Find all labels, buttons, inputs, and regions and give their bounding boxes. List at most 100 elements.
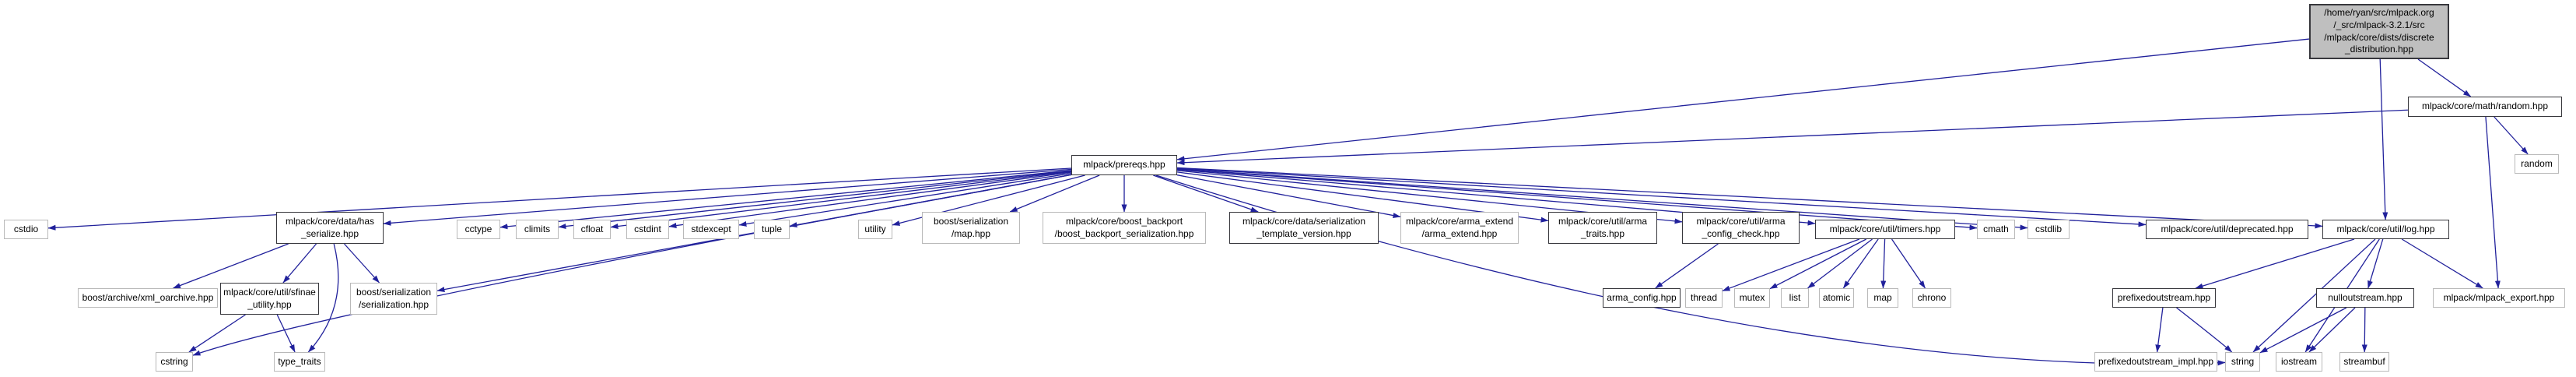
node-prereqs[interactable]: mlpack/prereqs.hpp	[1071, 155, 1177, 175]
edge-has_serialize-to-xml_oarchive	[173, 243, 289, 289]
node-cstdint: cstdint	[626, 220, 669, 239]
node-label-line: cstring	[160, 355, 188, 367]
node-impl: prefixedoutstream_impl.hpp	[2094, 352, 2217, 372]
node-atomic: atomic	[1819, 288, 1854, 308]
node-cfloat: cfloat	[573, 220, 611, 239]
node-label-line: mlpack/core/util/timers.hpp	[1829, 223, 1941, 234]
node-label-line: list	[1789, 291, 1801, 303]
node-label-line: mlpack/core/data/serialization	[1242, 215, 1366, 227]
edge-timers-to-chrono	[1891, 238, 1926, 289]
node-label-line: _serialize.hpp	[300, 227, 359, 239]
edge-timers-to-atomic	[1842, 238, 1879, 289]
node-label-line: _distribution.hpp	[2344, 44, 2414, 55]
node-cstdio: cstdio	[4, 220, 48, 239]
node-arma_config[interactable]: arma_config.hpp	[1603, 288, 1681, 308]
node-label-line: cmath	[1983, 223, 2009, 234]
node-arma_traits[interactable]: mlpack/core/util/arma_traits.hpp	[1548, 212, 1657, 244]
node-label-line: cctype	[464, 223, 492, 234]
node-label-line: mlpack/core/arma_extend	[1405, 215, 1514, 227]
node-label-line: /arma_extend.hpp	[1421, 227, 1498, 239]
edge-prereqs-to-log	[1176, 167, 2323, 229]
node-label-line: mlpack/core/util/deprecated.hpp	[2161, 223, 2294, 234]
node-chrono: chrono	[1912, 288, 1951, 308]
edge-math_random-to-prereqs	[1176, 109, 2409, 166]
node-label-line: /serialization.hpp	[358, 298, 429, 310]
edge-prereqs-to-cstdio	[47, 167, 1072, 231]
node-label-line: nulloutstream.hpp	[2328, 291, 2403, 303]
node-label-line: boost/serialization	[933, 215, 1009, 227]
node-label-line: thread	[1690, 291, 1718, 303]
node-label-line: mlpack/core/util/arma	[1696, 215, 1786, 227]
node-label-line: arma_config.hpp	[1607, 291, 1677, 303]
node-timers[interactable]: mlpack/core/util/timers.hpp	[1815, 220, 1955, 239]
edge-sfinae-to-type_traits	[276, 314, 296, 353]
node-label-line: atomic	[1822, 291, 1851, 303]
node-ser_map: boost/serialization/map.hpp	[922, 212, 1020, 244]
node-label-line: mlpack/core/data/has	[285, 215, 375, 227]
node-stdexcept: stdexcept	[683, 220, 739, 239]
edge-timers-to-map	[1880, 238, 1887, 289]
node-label-line: random	[2521, 157, 2553, 169]
node-label-line: mlpack/core/util/log.hpp	[2336, 223, 2435, 234]
edge-has_serialize-to-type_traits	[307, 243, 339, 353]
edge-prereqs-to-climits	[558, 170, 1072, 229]
node-xml_oarchive: boost/archive/xml_oarchive.hpp	[78, 288, 218, 308]
node-label-line: prefixedoutstream.hpp	[2117, 291, 2211, 303]
node-label-line: _config_check.hpp	[1702, 227, 1780, 239]
edge-prereqs-to-string	[1155, 174, 2226, 366]
node-has_serialize[interactable]: mlpack/core/data/has_serialize.hpp	[276, 212, 384, 244]
node-log[interactable]: mlpack/core/util/log.hpp	[2322, 220, 2449, 239]
node-deprecated[interactable]: mlpack/core/util/deprecated.hpp	[2146, 220, 2308, 239]
edge-nulloutstream-to-iostream	[2308, 307, 2356, 353]
edge-sfinae-to-cstring	[188, 314, 246, 353]
edge-timers-to-mutex	[1769, 238, 1867, 290]
node-sfinae[interactable]: mlpack/core/util/sfinae_utility.hpp	[220, 283, 319, 315]
node-thread: thread	[1685, 288, 1723, 308]
node-mlpack_export: mlpack/mlpack_export.hpp	[2433, 288, 2565, 308]
edge-prereqs-to-deprecated	[1176, 167, 2147, 227]
edge-has_serialize-to-serialization_hpp	[343, 243, 380, 284]
node-random: random	[2515, 154, 2559, 174]
node-label-line: _traits.hpp	[1580, 227, 1625, 239]
node-label-line: prefixedoutstream_impl.hpp	[2098, 355, 2214, 367]
node-serialization_hpp: boost/serialization/serialization.hpp	[350, 283, 437, 315]
node-climits: climits	[516, 220, 559, 239]
node-label-line: mlpack/core/util/sfinae	[223, 286, 316, 298]
node-label-line: _template_version.hpp	[1256, 227, 1351, 239]
node-label-line: mlpack/core/util/arma	[1558, 215, 1648, 227]
edge-prereqs-to-arma_extend	[1176, 174, 1401, 219]
edge-timers-to-thread	[1722, 238, 1860, 292]
edge-prereqs-to-cstring	[192, 174, 1072, 356]
edge-prereqs-to-cfloat	[610, 171, 1072, 229]
edge-log-to-string	[2252, 238, 2376, 353]
node-map: map	[1867, 288, 1898, 308]
node-nulloutstream[interactable]: nulloutstream.hpp	[2316, 288, 2414, 308]
edge-nulloutstream-to-string	[2259, 307, 2347, 354]
node-label-line: mutex	[1739, 291, 1765, 303]
node-ser_tmpl[interactable]: mlpack/core/data/serialization_template_…	[1229, 212, 1379, 244]
node-label-line: iostream	[2280, 355, 2317, 367]
node-label-line: boost/serialization	[356, 286, 432, 298]
node-cmath: cmath	[1977, 220, 2015, 239]
node-prefixedoutstream[interactable]: prefixedoutstream.hpp	[2112, 288, 2216, 308]
edge-prereqs-to-cstdint	[668, 171, 1072, 228]
node-tuple: tuple	[754, 220, 790, 239]
node-label-line: boost/archive/xml_oarchive.hpp	[82, 291, 214, 303]
edge-log-to-mlpack_export	[2401, 238, 2483, 289]
node-cstdlib: cstdlib	[2028, 220, 2070, 239]
node-label-line: mlpack/prereqs.hpp	[1083, 159, 1165, 171]
node-label-line: /boost_backport_serialization.hpp	[1054, 227, 1194, 239]
node-root: /home/ryan/src/mlpack.org/_src/mlpack-3.…	[2309, 4, 2449, 59]
edge-root-to-math_random	[2417, 58, 2472, 97]
node-arma_check[interactable]: mlpack/core/util/arma_config_check.hpp	[1682, 212, 1800, 244]
node-list: list	[1781, 288, 1809, 308]
node-label-line: climits	[524, 223, 551, 234]
edge-math_random-to-random	[2494, 116, 2529, 155]
node-math_random[interactable]: mlpack/core/math/random.hpp	[2408, 97, 2562, 117]
edge-prereqs-to-cstdlib	[1176, 168, 2028, 231]
node-label-line: streambuf	[2343, 355, 2385, 367]
node-label-line: stdexcept	[691, 223, 731, 234]
edge-prereqs-to-has_serialize	[383, 168, 1072, 226]
edge-root-to-log	[2379, 58, 2388, 220]
